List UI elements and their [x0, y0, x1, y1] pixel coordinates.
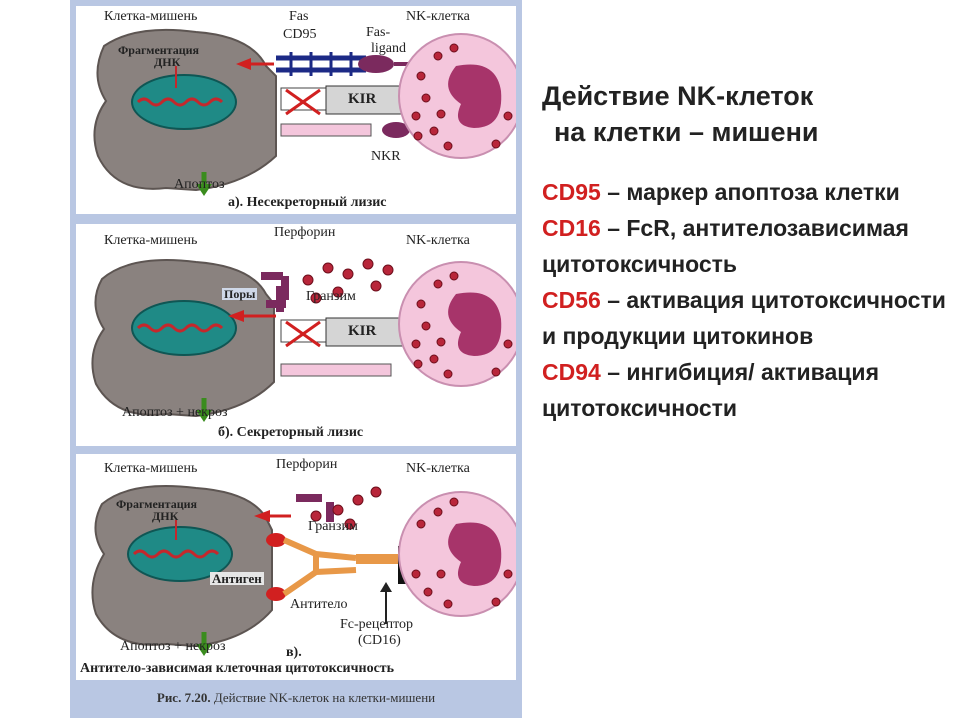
panel-c-caption: Антитело-зависимая клеточная цитотоксичн…	[80, 661, 395, 676]
outcome-label: Апоптоз + некроз	[120, 639, 226, 654]
figure-caption-prefix: Рис. 7.20.	[156, 690, 211, 705]
nk-granules	[411, 497, 513, 609]
nk-cell-label: NK-клетка	[406, 233, 470, 248]
marker-name: CD16	[542, 215, 601, 241]
dna-label: Фрагментация	[116, 497, 198, 511]
activating-receptor	[280, 363, 392, 377]
kir-receptor	[325, 317, 407, 347]
panel-c-caption-letter: в).	[286, 645, 302, 660]
apoptosis-label: Апоптоз	[174, 177, 225, 192]
marker-name: CD95	[542, 179, 601, 205]
nk-nucleus	[448, 64, 502, 128]
fas-ligand-label: Fas-	[366, 25, 391, 40]
figure-caption: Рис. 7.20. Действие NK-клеток на клетки-…	[70, 690, 522, 706]
granzyme-granules	[302, 258, 394, 304]
nk-figure: Клетка-мишень Фрагментация ДНК Fas CD95 …	[70, 0, 522, 718]
nk-granules	[411, 271, 513, 379]
cd95-label: CD95	[283, 27, 317, 42]
panel-nonsecretory-lysis: Клетка-мишень Фрагментация ДНК Fas CD95 …	[76, 6, 516, 214]
marker-item: CD95 – маркер апоптоза клетки	[542, 174, 952, 210]
slide-title: Действие NK-клеток на клетки – мишени	[542, 78, 952, 150]
antigen-top	[266, 533, 286, 547]
fc-receptor-label: Fc-рецептор	[340, 617, 414, 632]
marker-description: – ингибиция/ активация цитотоксичности	[542, 359, 879, 421]
panel-c-diagram	[91, 485, 516, 656]
perforin-label: Перфорин	[276, 457, 338, 472]
panel-adcc: Клетка-мишень Перфорин NK-клетка Фрагмен…	[76, 454, 516, 680]
kir-label: KIR	[348, 91, 377, 107]
antibody	[282, 537, 357, 597]
nk-nucleus	[448, 292, 502, 356]
marker-description: – активация цитотоксичности и продукции …	[542, 287, 946, 349]
dna-strand	[136, 97, 224, 107]
nk-cell-label: NK-клетка	[406, 461, 470, 476]
target-cell-label: Клетка-мишень	[104, 9, 198, 24]
nkr-receptor	[382, 122, 410, 138]
nkr-ligand	[280, 123, 372, 137]
fas-label: Fas	[289, 9, 309, 24]
granzyme-label: Гранзим	[306, 289, 356, 304]
slide-title-line1: Действие NK-клеток	[542, 81, 814, 111]
antigen-label: Антиген	[210, 571, 264, 586]
perforin-label: Перфорин	[274, 225, 336, 240]
outcome-label: Апоптоз + некроз	[122, 405, 228, 420]
target-cell-label: Клетка-мишень	[104, 233, 198, 248]
kir-label: KIR	[348, 323, 377, 339]
marker-list: CD95 – маркер апоптоза клетки CD16 – FcR…	[542, 174, 952, 426]
marker-name: CD94	[542, 359, 601, 385]
signal-arrow	[228, 310, 244, 322]
granzyme-granules	[310, 486, 382, 530]
marker-item: CD16 – FcR, антителозависимая цитотоксич…	[542, 210, 952, 282]
target-cell-label: Клетка-мишень	[104, 461, 198, 476]
panel-secretory-lysis: Клетка-мишень Перфорин NK-клетка Поры Гр…	[76, 224, 516, 446]
marker-item: CD56 – активация цитотоксичности и проду…	[542, 282, 952, 354]
fas-ligand-label-2: ligand	[371, 41, 406, 56]
pore-label: Поры	[222, 287, 258, 301]
dna-label-2: ДНК	[154, 55, 181, 69]
slide-title-line2: на клетки – мишени	[554, 117, 819, 147]
dna-strand	[136, 323, 224, 333]
nk-granules	[411, 43, 513, 151]
panel-a-diagram	[93, 28, 516, 196]
marker-name: CD56	[542, 287, 601, 313]
nk-cell-label: NK-клетка	[406, 9, 470, 24]
dna-label: Фрагментация	[118, 43, 200, 57]
perforin-molecules	[296, 494, 334, 522]
slide-text: Действие NK-клеток на клетки – мишени CD…	[542, 78, 952, 426]
antibody-label: Антитело	[290, 597, 348, 612]
nk-nucleus	[448, 522, 502, 586]
signal-arrow	[236, 58, 251, 70]
antigen-bottom	[266, 587, 286, 601]
signal-arrow	[254, 510, 270, 522]
nkr-label: NKR	[371, 149, 401, 164]
fas-receptor	[276, 52, 366, 76]
marker-item: CD94 – ингибиция/ активация цитотоксично…	[542, 354, 952, 426]
panel-b-caption: б). Секреторный лизис	[218, 425, 364, 440]
marker-description: – маркер апоптоза клетки	[600, 179, 900, 205]
fc-receptor-label-2: (CD16)	[358, 633, 401, 648]
granzyme-label: Гранзим	[308, 519, 358, 534]
panel-a-caption: а). Несекреторный лизис	[228, 195, 387, 210]
perforin-pores	[261, 272, 289, 312]
dna-label-2: ДНК	[152, 509, 179, 523]
panel-b-diagram	[91, 258, 516, 422]
antibody-fc	[356, 554, 402, 564]
figure-caption-text: Действие NK-клеток на клетки-мишени	[213, 690, 436, 705]
dna-strand	[132, 549, 220, 559]
marker-description: – FcR, антителозависимая цитотоксичность	[542, 215, 909, 277]
